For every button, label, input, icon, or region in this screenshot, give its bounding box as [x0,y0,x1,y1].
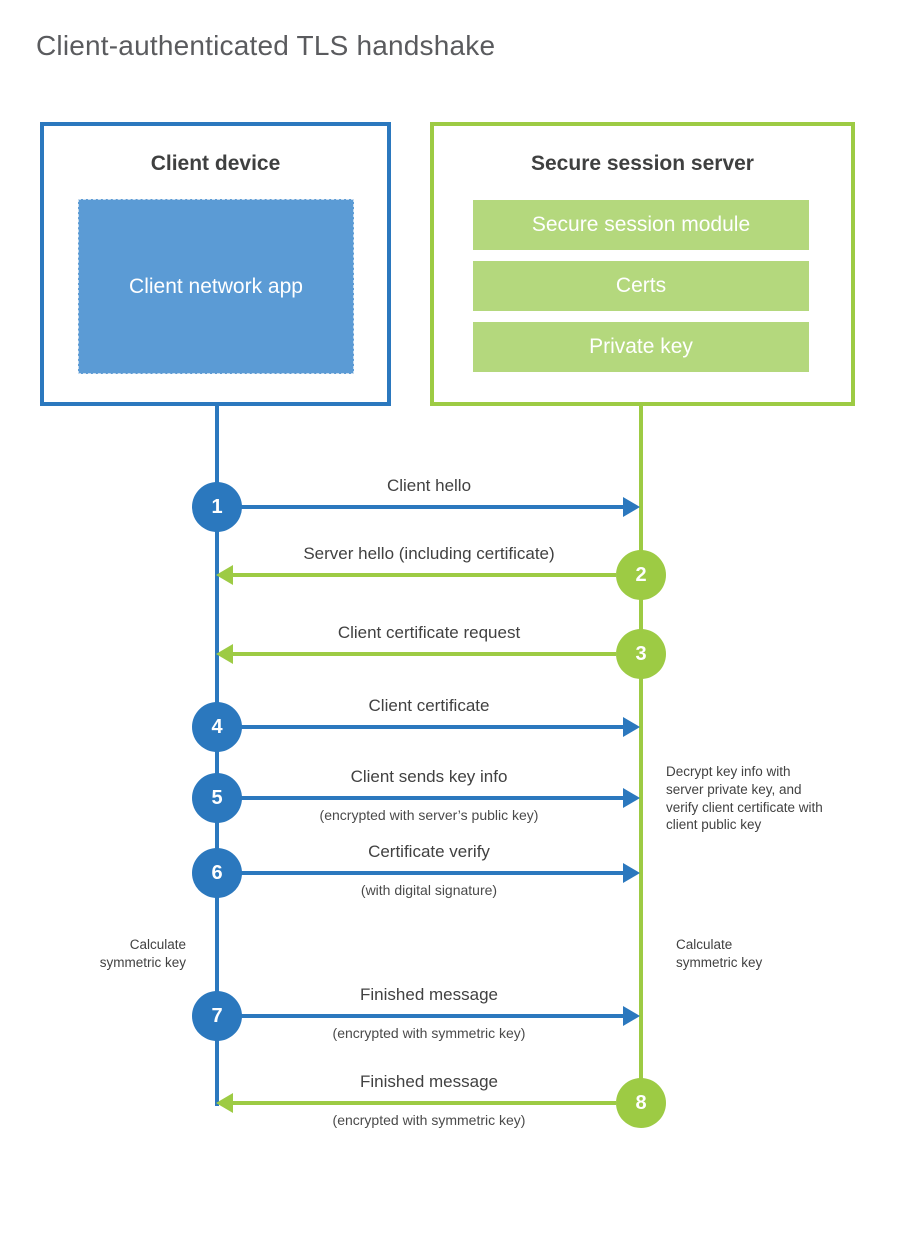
step-badge-7: 7 [192,991,242,1041]
arrow-line-6 [240,871,624,875]
message-label-5: Client sends key info [350,767,508,786]
arrow-head-2 [216,565,233,585]
arrow-head-1 [623,497,640,517]
server-certs-bar: Certs [473,261,809,311]
server-lifeline [639,404,643,1102]
arrow-line-8 [233,1101,616,1105]
step-badge-3: 3 [616,629,666,679]
message-label-1: Client hello [386,476,472,495]
arrow-line-5 [240,796,624,800]
message-label-2: Server hello (including certificate) [303,544,555,563]
page-title: Client-authenticated TLS handshake [36,30,496,61]
arrow-head-8 [216,1093,233,1113]
step-badge-1: 1 [192,482,242,532]
message-label-8: Finished message [360,1072,498,1091]
step-badge-6: 6 [192,848,242,898]
step-badge-4: 4 [192,702,242,752]
arrow-line-3 [233,652,616,656]
message-label-6: Certificate verify [368,842,490,861]
server-calculate-note: Calculate symmetric key [676,937,763,970]
arrow-head-6 [623,863,640,883]
step-badge-8: 8 [616,1078,666,1128]
server-private-key-bar: Private key [473,322,809,372]
server-module-bar: Secure session module [473,200,809,250]
client-device-title: Client device [150,152,281,175]
step-badge-2: 2 [616,550,666,600]
client-network-app-box: Client network app [78,199,354,374]
message-sublabel-6: (with digital signature) [360,882,498,898]
secure-session-server-title: Secure session server [531,152,754,175]
client-lifeline [215,404,219,1106]
message-sublabel-7: (encrypted with symmetric key) [332,1025,526,1041]
message-label-7: Finished message [360,985,498,1004]
arrow-head-5 [623,788,640,808]
message-label-3: Client certificate request [337,623,521,642]
arrow-line-7 [240,1014,624,1018]
arrow-head-7 [623,1006,640,1026]
arrow-line-4 [240,725,624,729]
arrow-line-1 [240,505,624,509]
arrow-line-2 [233,573,616,577]
step-badge-5: 5 [192,773,242,823]
server-decrypt-note: Decrypt key info with server private key… [666,764,823,833]
client-network-app-label: Client network app [129,274,303,298]
message-sublabel-5: (encrypted with server’s public key) [319,807,539,823]
message-sublabel-8: (encrypted with symmetric key) [332,1112,526,1128]
arrow-head-4 [623,717,640,737]
client-calculate-note: Calculate symmetric key [99,937,186,970]
message-label-4: Client certificate [368,696,490,715]
arrow-head-3 [216,644,233,664]
